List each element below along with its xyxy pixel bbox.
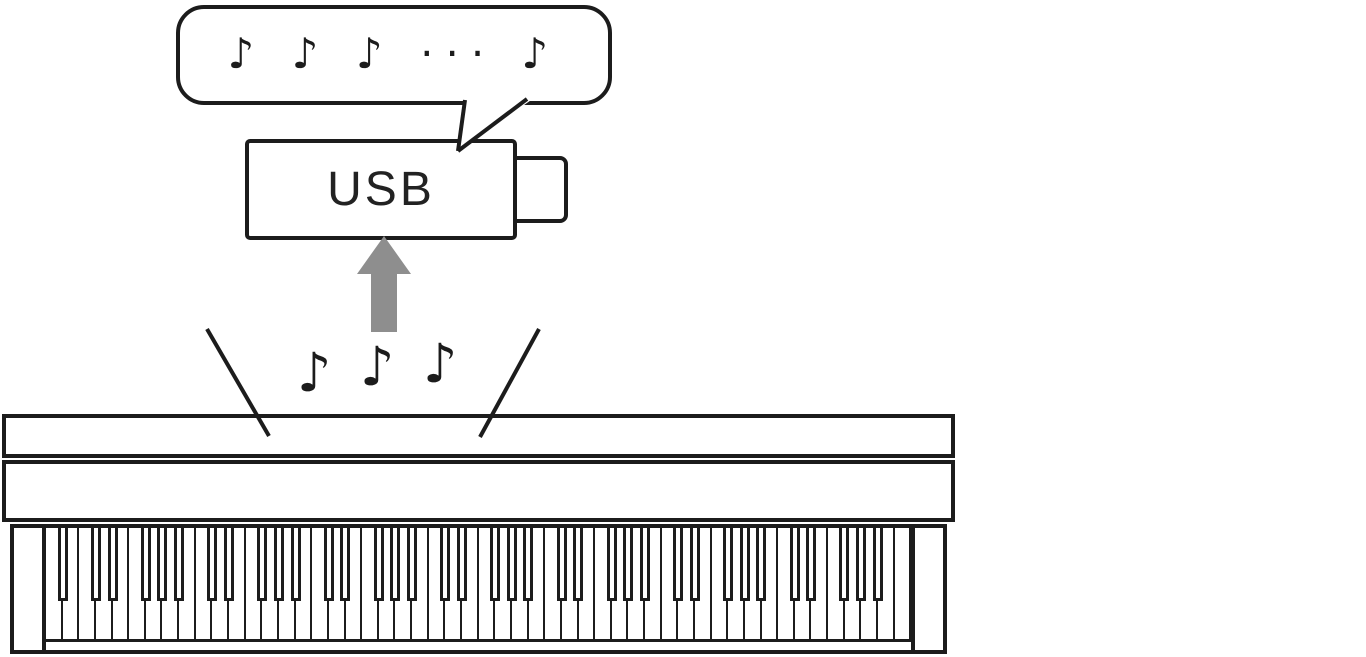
black-key <box>273 528 284 602</box>
black-key <box>806 528 817 602</box>
black-key <box>57 528 68 602</box>
black-key <box>739 528 750 602</box>
piano-keys <box>46 528 912 650</box>
usb-label: USB <box>327 163 435 216</box>
black-key <box>290 528 301 602</box>
black-key <box>623 528 634 602</box>
black-key <box>573 528 584 602</box>
black-key <box>90 528 101 602</box>
black-key <box>490 528 501 602</box>
up-arrow-icon <box>357 236 411 332</box>
black-key <box>606 528 617 602</box>
black-key <box>872 528 883 602</box>
black-key <box>223 528 234 602</box>
black-key <box>456 528 467 602</box>
keyboard-right-endblock <box>911 528 943 650</box>
black-key <box>390 528 401 602</box>
black-key <box>556 528 567 602</box>
black-key <box>107 528 118 602</box>
black-key <box>839 528 850 602</box>
black-key <box>756 528 767 602</box>
black-key <box>673 528 684 602</box>
piano-control-panel <box>2 460 955 522</box>
piano-keyboard <box>10 524 947 654</box>
black-key <box>373 528 384 602</box>
black-key <box>257 528 268 602</box>
piano-top-panel <box>2 414 955 458</box>
black-key <box>789 528 800 602</box>
black-key <box>440 528 451 602</box>
eighth-note-icon: ♪ <box>297 341 332 404</box>
usb-connector <box>508 156 568 223</box>
keyboard-left-endblock <box>14 528 46 650</box>
piano <box>0 414 958 657</box>
eighth-note-icon: ♪ <box>423 332 458 395</box>
bubble-notes-icon: ♪ ♪ ♪ ··· ♪ <box>227 28 561 78</box>
white-key <box>894 528 912 642</box>
black-key <box>523 528 534 602</box>
black-key <box>506 528 517 602</box>
speech-bubble: ♪ ♪ ♪ ··· ♪ <box>176 5 612 105</box>
usb-drive: USB <box>245 139 517 240</box>
black-key <box>639 528 650 602</box>
black-key <box>340 528 351 602</box>
black-key <box>723 528 734 602</box>
black-key <box>689 528 700 602</box>
black-key <box>406 528 417 602</box>
black-key <box>157 528 168 602</box>
black-key <box>140 528 151 602</box>
eighth-note-icon: ♪ <box>360 335 395 398</box>
black-key <box>207 528 218 602</box>
black-key <box>856 528 867 602</box>
black-key <box>174 528 185 602</box>
black-key <box>323 528 334 602</box>
